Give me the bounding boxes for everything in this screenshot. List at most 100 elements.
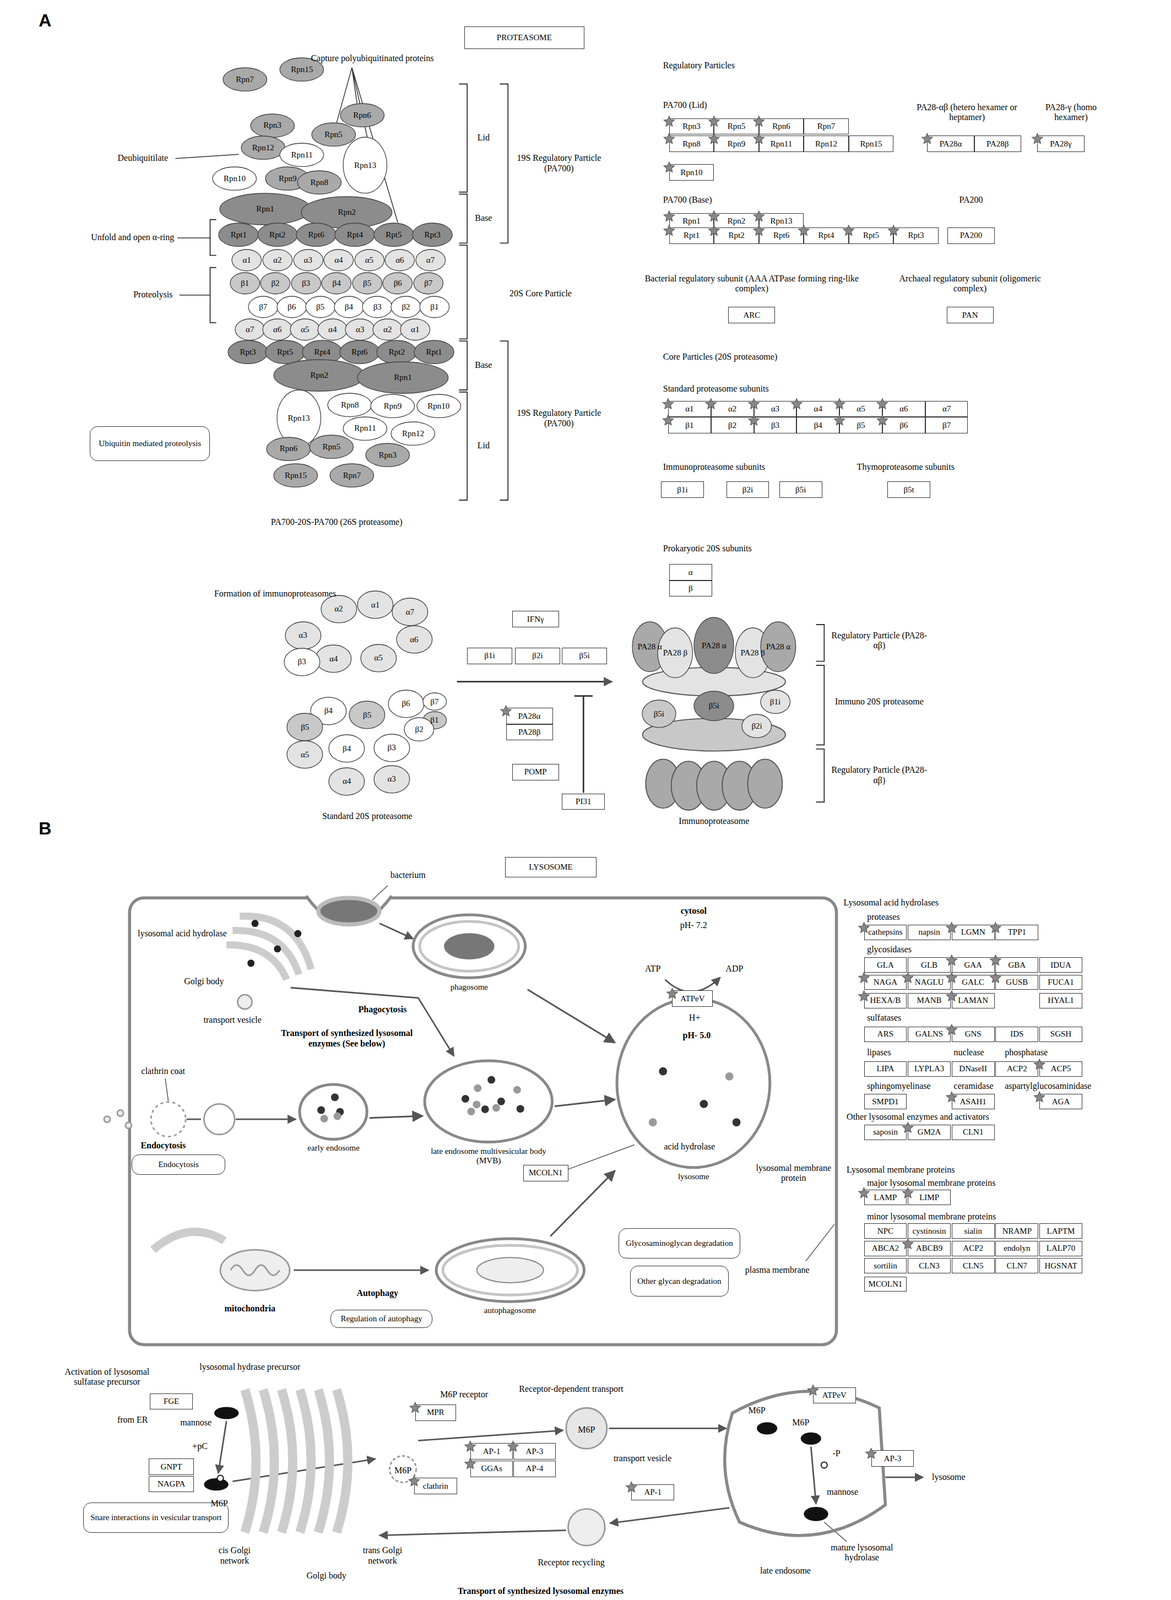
node-label: LAPTM xyxy=(1047,1226,1076,1236)
gene-box: PA200 xyxy=(947,227,995,245)
compartment-outline-part xyxy=(481,1105,490,1114)
ellipse-outline-part xyxy=(357,361,449,394)
node-label: PA28α xyxy=(939,139,963,149)
proteasome-body-part xyxy=(722,761,757,811)
vesicle-part xyxy=(220,1249,290,1291)
ellipse-outline-part xyxy=(262,249,293,271)
ellipse-outline-part xyxy=(262,318,293,341)
node-label: SMPD1 xyxy=(871,1097,899,1107)
vesicle-part xyxy=(566,1407,607,1449)
node-label: α5 xyxy=(300,750,309,760)
node-label: α7 xyxy=(426,255,435,265)
node-label: Rpt2 xyxy=(728,230,745,241)
ellipse-outline-part xyxy=(218,223,259,247)
ellipse-outline-part xyxy=(334,223,375,247)
ellipse-outline-part xyxy=(265,340,306,364)
gene-box: Rpt4 xyxy=(803,227,849,245)
subunit-ellipse: α3 xyxy=(284,621,322,650)
annotation-label: Core Particles (20S proteasome) xyxy=(663,351,778,362)
node-label: β3 xyxy=(387,743,397,753)
annotation-label: lysosomal membrane protein xyxy=(754,1162,833,1184)
gene-box: sialin xyxy=(951,1223,995,1239)
golgi-stack-part xyxy=(244,1389,348,1533)
node-label: GM2A xyxy=(917,1127,942,1137)
pathway-arrow-part xyxy=(609,1508,730,1524)
gene-box: β6 xyxy=(882,416,926,434)
node-label: β6 xyxy=(287,302,296,312)
gene-box: LYSOSOME xyxy=(505,857,598,878)
subunit-ellipse: Rpn11 xyxy=(342,416,388,441)
subunit-ellipse: α2 xyxy=(320,594,358,624)
gene-box: PA28β xyxy=(974,135,1022,153)
flow-arrow xyxy=(369,1115,424,1118)
gene-box: Rpt3 xyxy=(893,227,939,245)
gene-box: AP-3 xyxy=(513,1443,557,1460)
star-layer-part xyxy=(946,1091,957,1102)
node-label: AP-3 xyxy=(884,1454,902,1464)
node-label: cathepsins xyxy=(868,927,903,937)
gene-box: ASAH1 xyxy=(951,1093,995,1110)
annotation-label: Prokaryotic 20S subunits xyxy=(663,543,752,554)
star-layer-part xyxy=(748,398,760,409)
gene-box: PA28γ xyxy=(1037,135,1084,153)
late-endosome-part xyxy=(724,1391,886,1536)
pathway-arrow-part xyxy=(379,1530,567,1536)
gene-box: α3 xyxy=(754,400,798,418)
gene-box: ACP2 xyxy=(951,1240,995,1257)
node-label: α3 xyxy=(387,774,396,784)
gene-box: NAGA xyxy=(864,974,908,991)
node-label: α5 xyxy=(373,653,383,663)
compartment-outline xyxy=(410,912,528,980)
annotation-label: cytosol xyxy=(680,906,707,916)
gene-box: LIMP xyxy=(907,1189,951,1206)
subunit-ellipse: α4 xyxy=(323,248,355,272)
star-layer-part xyxy=(663,210,675,221)
gene-box: β5 xyxy=(839,416,883,434)
subunit-ellipse: Rpn5 xyxy=(311,122,356,147)
gene-box: β4 xyxy=(796,416,840,434)
node-label: PA28β xyxy=(986,139,1009,149)
annotation-label: minor lysosomal membrane proteins xyxy=(866,1211,996,1222)
pathway-arrow xyxy=(186,923,924,1536)
node-label: Rpn11 xyxy=(290,150,313,160)
compartment-outline xyxy=(297,1082,370,1142)
ellipse-outline-part xyxy=(248,296,279,318)
ellipse-outline-part xyxy=(329,463,374,487)
node-label: PA28β xyxy=(518,727,541,737)
node-label: ACP2 xyxy=(962,1243,984,1254)
compartment-outline xyxy=(422,1058,555,1145)
ellipse-outline-part xyxy=(286,740,323,769)
subunit-ellipse: β3 xyxy=(373,733,411,763)
gene-box: DNaseII xyxy=(951,1061,995,1077)
node-label: α5 xyxy=(300,324,309,335)
node-label: SGSH xyxy=(1050,1029,1072,1039)
node-label: Rpn2 xyxy=(310,370,329,381)
compartment-outline-part xyxy=(474,1084,482,1093)
subunit-ellipse: α2 xyxy=(262,248,294,272)
node-label: β5i xyxy=(653,709,665,719)
gene-box: β5i xyxy=(561,647,607,665)
gene-box: ARC xyxy=(728,306,775,324)
map-link-box: Ubiquitin mediated proteolysis xyxy=(89,426,211,462)
annotation-label: Unfold and open α-ring xyxy=(90,232,175,243)
node-label: Rpn12 xyxy=(252,143,275,153)
subunit-ellipse: Rpt3 xyxy=(411,222,453,247)
subunit-ellipse: Rpt6 xyxy=(295,222,337,247)
subunit-ellipse: Rpn7 xyxy=(222,67,268,92)
ellipse-outline-part xyxy=(413,272,444,295)
subunit-ellipse: β5 xyxy=(305,295,336,319)
mitochondria-part xyxy=(153,1232,225,1251)
star-layer-part xyxy=(507,1440,519,1451)
node-label: ARS xyxy=(877,1029,894,1039)
ellipse-outline-part xyxy=(354,249,385,271)
node-label: Rpn5 xyxy=(324,129,343,140)
gene-box: AP-1 xyxy=(470,1443,514,1460)
ellipse-outline-part xyxy=(305,296,336,318)
gene-box: GLA xyxy=(864,957,908,973)
lysosomal-hydrolase-part xyxy=(203,1478,229,1491)
gene-box: Rpn5 xyxy=(713,118,759,135)
compartment-label: late endosome multivesicular body (MVB) xyxy=(424,1146,552,1166)
gene-box: LAPTM xyxy=(1039,1223,1083,1239)
vesicle-part xyxy=(203,1103,235,1135)
star-layer-part xyxy=(865,1448,877,1458)
